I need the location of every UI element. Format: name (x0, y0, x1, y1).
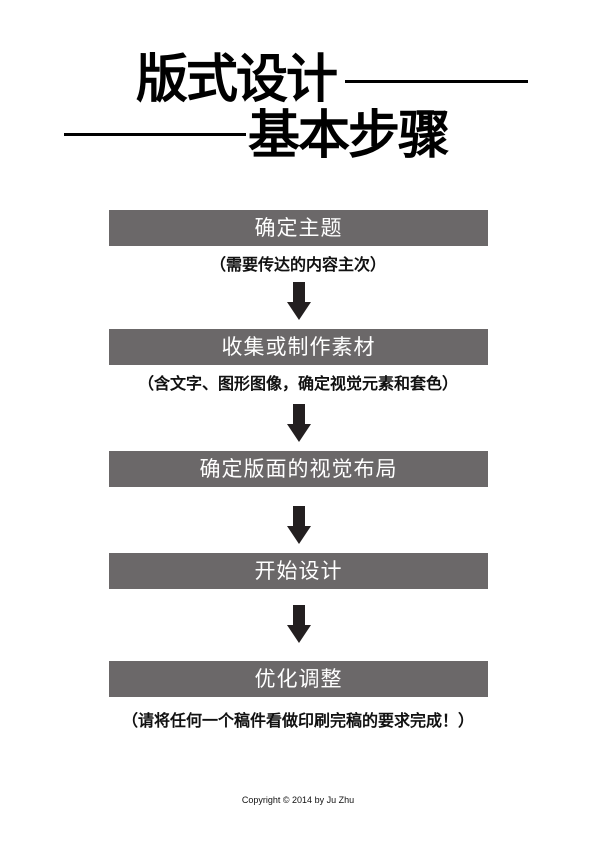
flow-step-3: 确定版面的视觉布局 (109, 451, 488, 487)
page-title-line1: 版式设计 (134, 50, 338, 110)
flow-step-1-note: （需要传达的内容主次） (209, 255, 386, 274)
down-arrow-icon (287, 282, 311, 320)
flow-step-1: 确定主题 (109, 210, 488, 246)
title-rule-bottom (64, 133, 254, 136)
flow-step-5-note: （请将任何一个稿件看做印刷完稿的要求完成！） (121, 711, 474, 730)
flow-step-2: 收集或制作素材 (109, 329, 488, 365)
flow-step-4: 开始设计 (109, 553, 488, 589)
flow-step-2-note: （含文字、图形图像，确定视觉元素和套色） (137, 374, 458, 393)
down-arrow-icon (287, 605, 311, 643)
page-title-line2: 基本步骤 (246, 106, 450, 166)
down-arrow-icon (287, 404, 311, 442)
flow-step-5: 优化调整 (109, 661, 488, 697)
down-arrow-icon (287, 506, 311, 544)
title-rule-top (345, 80, 528, 83)
copyright-text: Copyright © 2014 by Ju Zhu (241, 795, 355, 805)
